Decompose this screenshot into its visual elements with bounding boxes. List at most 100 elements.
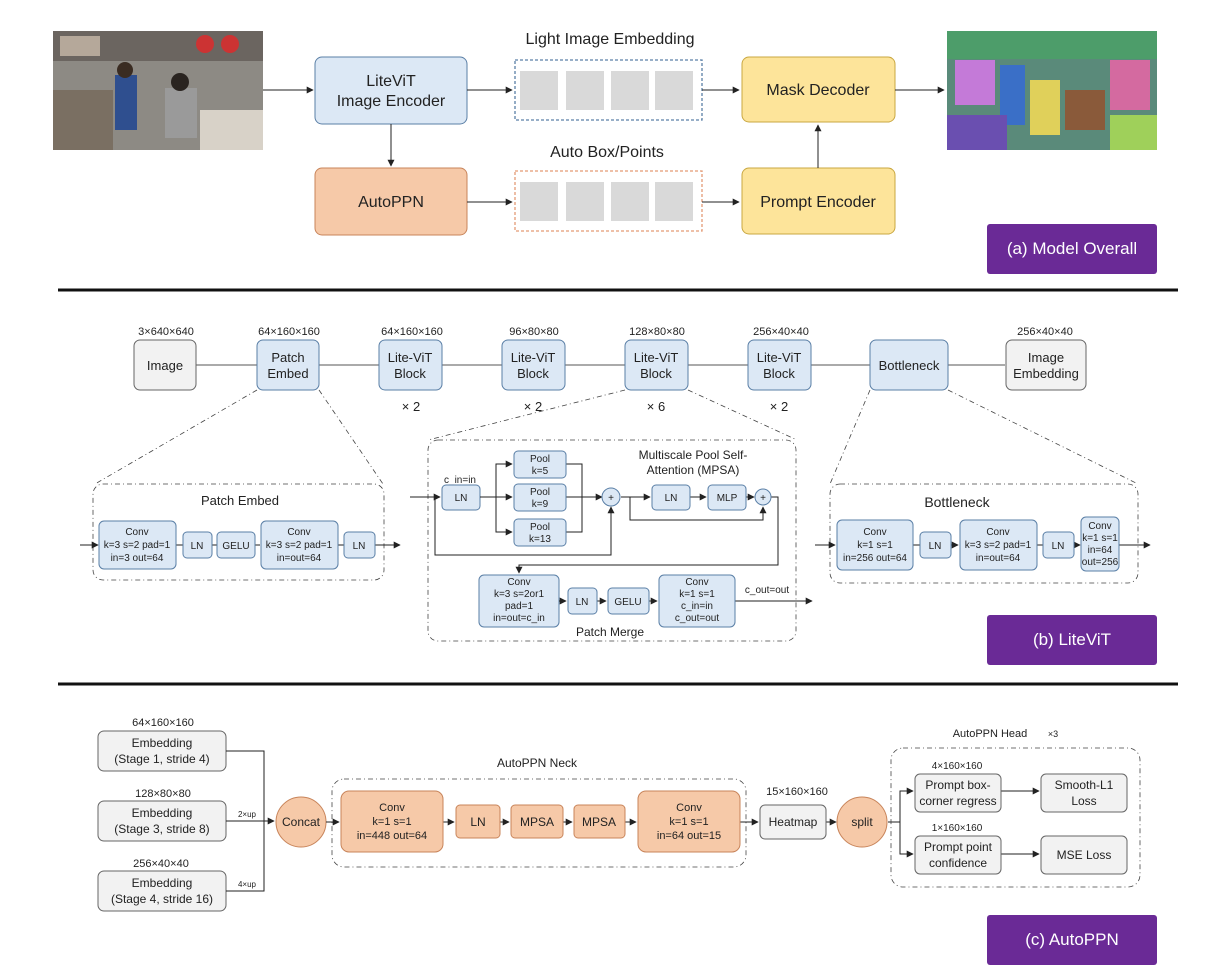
output-segmentation-thumbnail bbox=[947, 31, 1157, 150]
neck-conv2-l3: in=64 out=15 bbox=[657, 830, 721, 842]
concat-label: Concat bbox=[282, 815, 321, 829]
split-node bbox=[836, 796, 888, 848]
pool-k13-l1: Pool bbox=[530, 522, 550, 533]
bn-conv1-l1: Conv bbox=[863, 527, 886, 538]
pe-conv2-l3: in=out=64 bbox=[277, 553, 322, 564]
block-3-label-1: Lite-ViT bbox=[634, 350, 679, 365]
litevit-label: LiteViT bbox=[366, 73, 416, 90]
pm-conv2 bbox=[658, 574, 736, 628]
neck-conv2-l1: Conv bbox=[676, 802, 702, 814]
c-in-label: c_in=in bbox=[444, 475, 476, 486]
mpsa-title-1: Multiscale Pool Self- bbox=[639, 448, 748, 462]
emb3-l1: Embedding bbox=[132, 876, 193, 890]
pm-conv2-l2: k=1 s=1 bbox=[679, 589, 715, 600]
block-1-label-1: Lite-ViT bbox=[388, 350, 433, 365]
neck-conv1-l3: in=448 out=64 bbox=[357, 830, 427, 842]
pm-gelu bbox=[607, 587, 650, 615]
bn-conv2 bbox=[959, 519, 1038, 571]
image-node-label: Image bbox=[147, 358, 183, 373]
caption-c-badge bbox=[987, 915, 1157, 965]
pe-conv2-l1: Conv bbox=[287, 527, 310, 538]
block-3-label-2: Block bbox=[640, 366, 672, 381]
repeat-block-2: × 2 bbox=[524, 399, 542, 414]
bottleneck-node-label: Bottleneck bbox=[879, 358, 940, 373]
input-image-thumbnail bbox=[53, 31, 263, 150]
heatmap-dim: 15×160×160 bbox=[766, 786, 828, 798]
up2-label: 2×up bbox=[238, 810, 257, 819]
caption-b: (b) LiteViT bbox=[1033, 630, 1111, 649]
section-c-autoppn: 64×160×160 Embedding (Stage 1, stride 4)… bbox=[97, 717, 1157, 965]
pe-gelu-label: GELU bbox=[222, 541, 249, 552]
block-4-label-1: Lite-ViT bbox=[757, 350, 802, 365]
pe-conv2 bbox=[260, 520, 339, 570]
bn-conv2-l1: Conv bbox=[986, 527, 1009, 538]
block-2-label-1: Lite-ViT bbox=[511, 350, 556, 365]
bn-conv3-l4: out=256 bbox=[1082, 557, 1119, 568]
dim-image-embedding: 256×40×40 bbox=[1017, 326, 1073, 338]
bn-conv1-l3: in=256 out=64 bbox=[843, 553, 907, 564]
neck-mpsa-2-label: MPSA bbox=[582, 815, 616, 829]
bn-conv3 bbox=[1080, 516, 1120, 572]
smooth-l1-l2: Loss bbox=[1071, 794, 1096, 808]
light-image-embedding-label: Light Image Embedding bbox=[526, 31, 695, 48]
pm-conv2-l1: Conv bbox=[685, 577, 708, 588]
bn-conv1-l2: k=1 s=1 bbox=[857, 540, 893, 551]
litevit-block-4 bbox=[747, 339, 812, 391]
pe-conv1-l1: Conv bbox=[125, 527, 148, 538]
pm-conv1-l4: in=out=c_in bbox=[493, 613, 545, 624]
neck-ln-label: LN bbox=[470, 815, 485, 829]
block-ln2 bbox=[651, 484, 691, 511]
neck-mpsa-1 bbox=[510, 804, 564, 839]
add-node-1 bbox=[601, 487, 621, 507]
pm-conv1-l3: pad=1 bbox=[505, 601, 534, 612]
pool-k9-l1: Pool bbox=[530, 487, 550, 498]
caption-b-badge bbox=[987, 615, 1157, 665]
mse-label: MSE Loss bbox=[1057, 848, 1112, 862]
caption-c: (c) AutoPPN bbox=[1025, 930, 1119, 949]
bn-ln2 bbox=[1042, 531, 1075, 559]
pool-k9-l2: k=9 bbox=[532, 499, 549, 510]
point-dim: 1×160×160 bbox=[932, 823, 983, 834]
dim-block-2: 96×80×80 bbox=[509, 326, 559, 338]
autoppn-head-box bbox=[890, 747, 1141, 888]
point-l2: confidence bbox=[929, 856, 987, 870]
prompt-tokens bbox=[520, 182, 693, 221]
patch-embed-detail-box bbox=[92, 483, 385, 581]
repeat-block-3: × 6 bbox=[647, 399, 665, 414]
image-embedding-node bbox=[1005, 339, 1087, 391]
dim-block-3: 128×80×80 bbox=[629, 326, 685, 338]
litevit-block-1 bbox=[378, 339, 443, 391]
emb1-l1: Embedding bbox=[132, 736, 193, 750]
pool-k5-l2: k=5 bbox=[532, 466, 549, 477]
emb2-l1: Embedding bbox=[132, 806, 193, 820]
bn-conv3-l1: Conv bbox=[1088, 521, 1111, 532]
block-ln1-label: LN bbox=[455, 493, 468, 504]
repeat-block-1: × 2 bbox=[402, 399, 420, 414]
pe-conv2-l2: k=3 s=2 pad=1 bbox=[266, 540, 333, 551]
heatmap-node bbox=[759, 804, 827, 840]
pm-ln-label: LN bbox=[576, 597, 589, 608]
prompt-box-regress bbox=[914, 773, 1002, 813]
image-encoder-label: Image Encoder bbox=[337, 93, 446, 110]
pe-conv1-l3: in=3 out=64 bbox=[111, 553, 164, 564]
dim-patch-embed: 64×160×160 bbox=[258, 326, 320, 338]
litevit-block-2 bbox=[501, 339, 566, 391]
mask-decoder-label: Mask Decoder bbox=[766, 82, 870, 99]
emb1-dim: 64×160×160 bbox=[132, 717, 194, 729]
block-4-label-2: Block bbox=[763, 366, 795, 381]
pool-k13 bbox=[513, 518, 567, 547]
mpsa-title-2: Attention (MPSA) bbox=[647, 463, 740, 477]
bn-conv2-l3: in=out=64 bbox=[976, 553, 1021, 564]
c-out-label: c_out=out bbox=[745, 585, 789, 596]
dim-block-4: 256×40×40 bbox=[753, 326, 809, 338]
pe-conv1-l2: k=3 s=2 pad=1 bbox=[104, 540, 171, 551]
neck-conv2-l2: k=1 s=1 bbox=[669, 816, 708, 828]
patch-embed-node-label-1: Patch bbox=[271, 350, 304, 365]
image-embedding-label-1: Image bbox=[1028, 350, 1064, 365]
bn-conv2-l2: k=3 s=2 pad=1 bbox=[965, 540, 1032, 551]
block-mlp bbox=[707, 484, 747, 511]
emb3-l2: (Stage 4, stride 16) bbox=[111, 892, 213, 906]
dim-block-1: 64×160×160 bbox=[381, 326, 443, 338]
pe-ln1-label: LN bbox=[191, 541, 204, 552]
